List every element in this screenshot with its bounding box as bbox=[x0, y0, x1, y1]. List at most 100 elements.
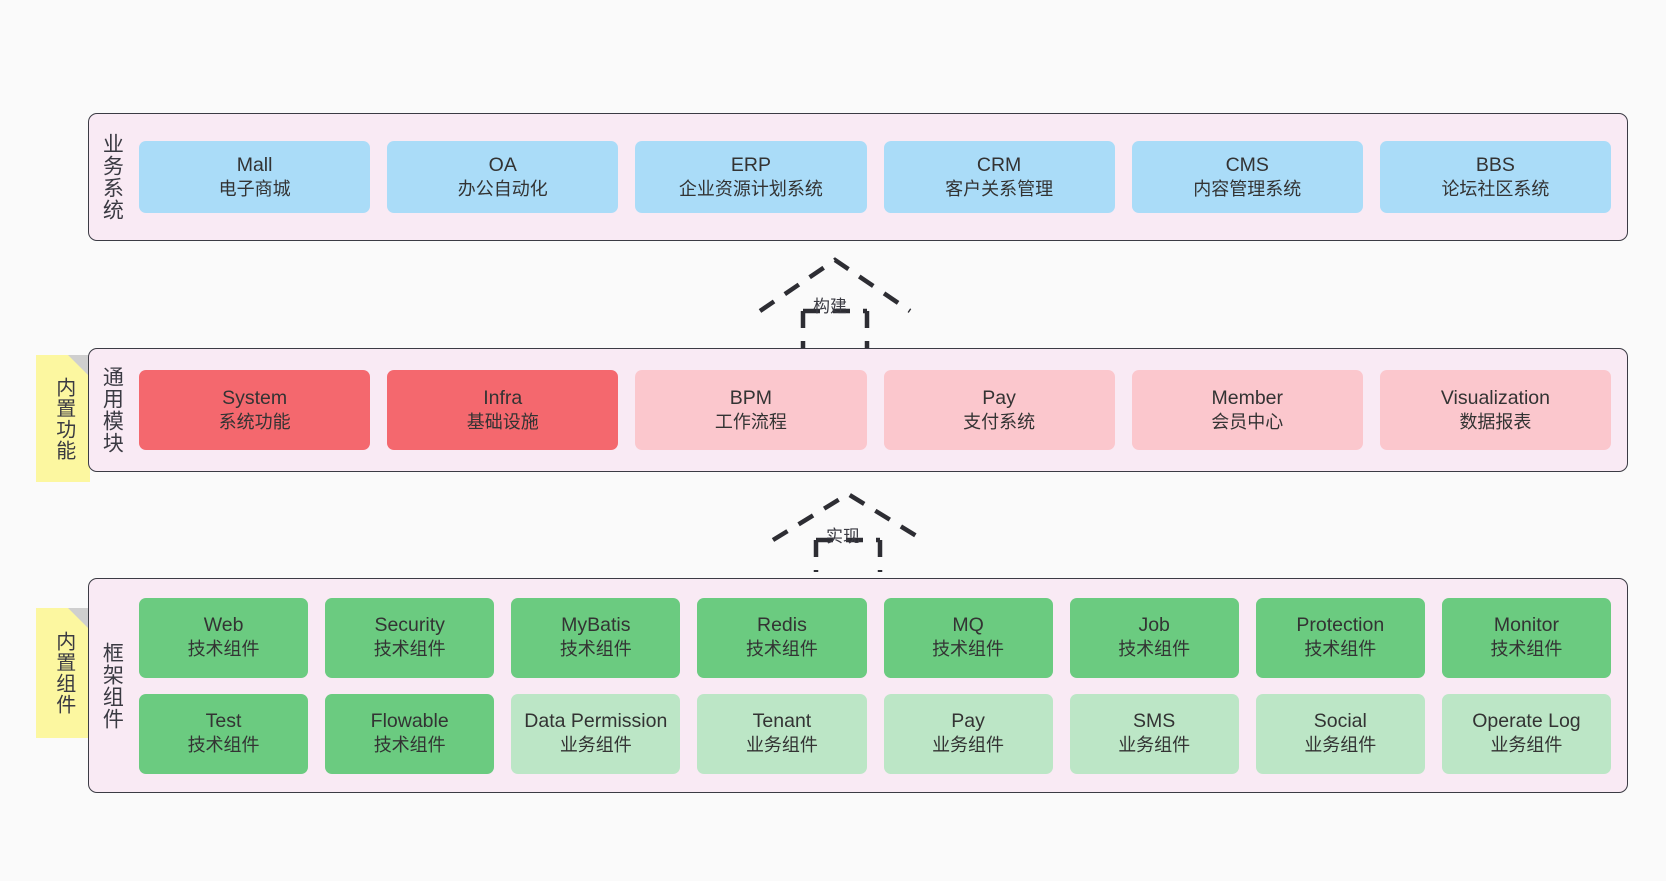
card-title: Flowable bbox=[370, 710, 449, 733]
layer-label-modules: 通用模块 bbox=[100, 366, 124, 454]
card-member[interactable]: Member 会员中心 bbox=[1131, 370, 1363, 450]
card-subtitle: 数据报表 bbox=[1459, 411, 1532, 432]
card-subtitle: 业务组件 bbox=[932, 735, 1005, 756]
card-title: ERP bbox=[730, 153, 771, 176]
card-title: SMS bbox=[1133, 710, 1176, 733]
layer-label-framework: 框架组件 bbox=[100, 641, 124, 730]
card-title: OA bbox=[488, 153, 517, 176]
sticky-note-builtin-functions: 内置功能 bbox=[36, 355, 90, 482]
card-operate-log[interactable]: Operate Log 业务组件 bbox=[1441, 693, 1611, 774]
card-infra[interactable]: Infra 基础设施 bbox=[387, 370, 619, 450]
card-subtitle: 技术组件 bbox=[373, 639, 446, 660]
note-label: 内置组件 bbox=[52, 631, 75, 715]
card-security[interactable]: Security 技术组件 bbox=[325, 597, 495, 678]
card-tenant[interactable]: Tenant 业务组件 bbox=[697, 693, 867, 774]
card-bpm[interactable]: BPM 工作流程 bbox=[635, 370, 867, 450]
card-subtitle: 办公自动化 bbox=[457, 178, 548, 199]
layer-body-modules: System 系统功能 Infra 基础设施 BPM 工作流程 Pay 支付系统… bbox=[133, 349, 1627, 471]
card-pay-module[interactable]: Pay 支付系统 bbox=[883, 370, 1115, 450]
card-redis[interactable]: Redis 技术组件 bbox=[697, 597, 867, 678]
card-subtitle: 系统功能 bbox=[218, 411, 291, 432]
generalization-arrow-build: 构建 bbox=[755, 255, 915, 350]
card-subtitle: 论坛社区系统 bbox=[1441, 178, 1550, 199]
card-title: Operate Log bbox=[1472, 710, 1581, 733]
layer-label-business: 业务系统 bbox=[100, 133, 124, 221]
card-subtitle: 业务组件 bbox=[745, 735, 818, 756]
card-row: Mall 电子商城 OA 办公自动化 ERP 企业资源计划系统 CRM 客户关系… bbox=[139, 141, 1612, 213]
dashed-hollow-arrow-icon bbox=[758, 257, 912, 350]
card-monitor[interactable]: Monitor 技术组件 bbox=[1441, 597, 1611, 678]
card-title: CRM bbox=[976, 153, 1022, 176]
card-subtitle: 内容管理系统 bbox=[1193, 178, 1302, 199]
card-job[interactable]: Job 技术组件 bbox=[1069, 597, 1239, 678]
arrow-label-build: 构建 bbox=[813, 297, 847, 316]
card-data-permission[interactable]: Data Permission 业务组件 bbox=[511, 693, 681, 774]
card-mall[interactable]: Mall 电子商城 bbox=[139, 141, 371, 213]
card-subtitle: 会员中心 bbox=[1211, 411, 1284, 432]
card-subtitle: 业务组件 bbox=[1304, 735, 1377, 756]
card-bbs[interactable]: BBS 论坛社区系统 bbox=[1379, 141, 1612, 213]
card-protection[interactable]: Protection 技术组件 bbox=[1255, 597, 1425, 678]
card-mybatis[interactable]: MyBatis 技术组件 bbox=[511, 597, 681, 678]
layer-body-framework: Web 技术组件 Security 技术组件 MyBatis 技术组件 Redi… bbox=[133, 579, 1627, 792]
card-subtitle: 技术组件 bbox=[1304, 639, 1377, 660]
card-subtitle: 业务组件 bbox=[559, 735, 632, 756]
card-erp[interactable]: ERP 企业资源计划系统 bbox=[635, 141, 867, 213]
layer-body-business: Mall 电子商城 OA 办公自动化 ERP 企业资源计划系统 CRM 客户关系… bbox=[133, 114, 1627, 240]
card-title: Pay bbox=[982, 386, 1016, 409]
card-subtitle: 客户关系管理 bbox=[945, 178, 1054, 199]
card-title: Visualization bbox=[1440, 386, 1551, 409]
card-title: System bbox=[222, 386, 288, 409]
card-subtitle: 技术组件 bbox=[1490, 639, 1563, 660]
card-subtitle: 技术组件 bbox=[187, 639, 260, 660]
card-subtitle: 技术组件 bbox=[932, 639, 1005, 660]
card-visualization[interactable]: Visualization 数据报表 bbox=[1379, 370, 1612, 450]
card-title: Test bbox=[205, 710, 242, 733]
card-mq[interactable]: MQ 技术组件 bbox=[883, 597, 1053, 678]
card-subtitle: 支付系统 bbox=[963, 411, 1036, 432]
card-system[interactable]: System 系统功能 bbox=[139, 370, 371, 450]
card-title: Web bbox=[203, 614, 244, 637]
card-title: Security bbox=[374, 614, 445, 637]
card-subtitle: 业务组件 bbox=[1490, 735, 1563, 756]
card-row: System 系统功能 Infra 基础设施 BPM 工作流程 Pay 支付系统… bbox=[139, 370, 1612, 450]
card-subtitle: 技术组件 bbox=[373, 735, 446, 756]
card-title: Monitor bbox=[1493, 614, 1559, 637]
card-oa[interactable]: OA 办公自动化 bbox=[387, 141, 619, 213]
layer-common-modules: 通用模块 System 系统功能 Infra 基础设施 BPM 工作流程 Pay… bbox=[88, 348, 1628, 472]
card-subtitle: 基础设施 bbox=[466, 411, 539, 432]
card-pay-component[interactable]: Pay 业务组件 bbox=[883, 693, 1053, 774]
card-title: Member bbox=[1211, 386, 1284, 409]
layer-framework-components: 框架组件 Web 技术组件 Security 技术组件 MyBatis 技术组件… bbox=[88, 578, 1628, 793]
card-social[interactable]: Social 业务组件 bbox=[1255, 693, 1425, 774]
sticky-note-builtin-components: 内置组件 bbox=[36, 608, 90, 738]
card-title: Protection bbox=[1296, 614, 1385, 637]
card-crm[interactable]: CRM 客户关系管理 bbox=[883, 141, 1115, 213]
card-subtitle: 技术组件 bbox=[187, 735, 260, 756]
card-title: Mall bbox=[236, 153, 273, 176]
card-row: Web 技术组件 Security 技术组件 MyBatis 技术组件 Redi… bbox=[139, 597, 1611, 678]
card-title: MyBatis bbox=[561, 614, 631, 637]
card-title: Redis bbox=[757, 614, 807, 637]
card-title: Pay bbox=[951, 710, 985, 733]
card-web[interactable]: Web 技术组件 bbox=[139, 597, 309, 678]
note-label: 内置功能 bbox=[52, 376, 75, 461]
card-sms[interactable]: SMS 业务组件 bbox=[1069, 693, 1239, 774]
layer-business-systems: 业务系统 Mall 电子商城 OA 办公自动化 ERP 企业资源计划系统 CRM… bbox=[88, 113, 1628, 241]
card-subtitle: 业务组件 bbox=[1118, 735, 1191, 756]
card-cms[interactable]: CMS 内容管理系统 bbox=[1131, 141, 1363, 213]
card-subtitle: 技术组件 bbox=[745, 639, 818, 660]
card-subtitle: 技术组件 bbox=[559, 639, 632, 660]
card-flowable[interactable]: Flowable 技术组件 bbox=[325, 693, 495, 774]
card-test[interactable]: Test 技术组件 bbox=[139, 693, 309, 774]
card-subtitle: 企业资源计划系统 bbox=[678, 178, 823, 199]
card-title: Social bbox=[1313, 710, 1367, 733]
arrow-label-implement: 实现 bbox=[826, 527, 860, 546]
card-row: Test 技术组件 Flowable 技术组件 Data Permission … bbox=[139, 693, 1611, 774]
card-title: BPM bbox=[729, 386, 773, 409]
card-title: CMS bbox=[1225, 153, 1269, 176]
card-title: Tenant bbox=[752, 710, 812, 733]
card-title: BBS bbox=[1475, 153, 1515, 176]
card-subtitle: 电子商城 bbox=[218, 178, 291, 199]
